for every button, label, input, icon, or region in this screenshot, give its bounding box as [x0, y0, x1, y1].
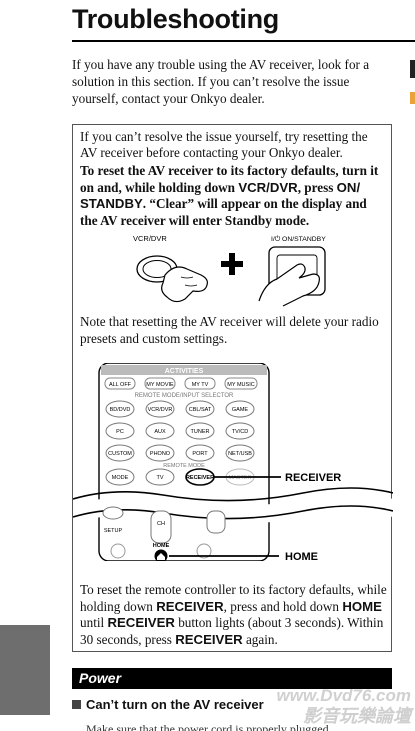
- setup-key-label: SETUP: [104, 528, 123, 534]
- input-selector-label: REMOTE MODE/INPUT SELECTOR: [135, 393, 234, 399]
- power-section-header: Power: [72, 668, 392, 689]
- remote-key-label: TV/CD: [232, 429, 249, 435]
- side-thumb-tab: [0, 625, 50, 715]
- remote-key-label: MASTER: [229, 475, 252, 481]
- remote-key-label: PHONO: [150, 451, 171, 457]
- remote-key-label: BD/DVD: [110, 407, 131, 413]
- key-on-standby: ON/ STANDBY: [80, 179, 361, 212]
- remote-key-label: MODE: [112, 475, 129, 481]
- watermark-chinese: 影音玩樂論壇: [303, 706, 411, 726]
- remote-key-label: MY MUSIC: [227, 382, 254, 388]
- remote-mode-label: REMOTE MODE: [163, 463, 205, 469]
- remote-key-label: CUSTOM: [108, 451, 132, 457]
- remote-key-label: PORT: [192, 451, 208, 457]
- receiver-reset-instructions: To reset the AV receiver to its factory …: [80, 163, 379, 228]
- reset-instructions-box: If you can’t resolve the issue yourself,…: [72, 124, 393, 652]
- receiver-callout: RECEIVER: [285, 472, 341, 484]
- key-receiver: RECEIVER: [175, 631, 243, 647]
- remote-key-label: MY MOVIE: [146, 382, 174, 388]
- finger-icon: [161, 266, 208, 303]
- remote-key-label: VCR/DVR: [148, 407, 173, 413]
- reset-note-text: Note that resetting the AV receiver will…: [80, 314, 379, 346]
- home-callout: HOME: [285, 551, 318, 561]
- watermark: www.Dvd76.com 影音玩樂論壇: [277, 686, 411, 726]
- remote-key-label: GAME: [232, 407, 249, 413]
- on-standby-label: I/⏻ ON/STANDBY: [271, 235, 326, 243]
- key-receiver: RECEIVER: [156, 598, 224, 614]
- activities-label: ACTIVITIES: [165, 368, 204, 375]
- power-body-text-cut: Make sure that the power cord is properl…: [86, 722, 329, 731]
- intro-paragraph: If you have any trouble using the AV rec…: [72, 57, 370, 106]
- key-receiver: RECEIVER: [107, 615, 175, 631]
- page-title: Troubleshooting: [72, 4, 279, 34]
- square-bullet-icon: [72, 700, 81, 709]
- edge-tab-marker: [410, 60, 415, 78]
- remote-key-label: TV: [156, 475, 163, 481]
- ch-key-label: CH: [157, 521, 165, 527]
- remote-reset-instructions: To reset the remote controller to its fa…: [80, 582, 387, 647]
- key-vcr-dvr: VCR/DVR: [238, 179, 298, 195]
- plus-icon: [221, 253, 243, 275]
- remote-controller-illustration: ACTIVITIES ALL OFF MY MOVIE MY TV MY MUS…: [73, 363, 393, 561]
- remote-key-label: CBL/SAT: [189, 407, 212, 413]
- reset-advice-text: If you can’t resolve the issue yourself,…: [80, 129, 368, 160]
- reset-button-illustration: VCR/DVR I/⏻ ON/STANDBY: [133, 234, 326, 307]
- title-underline: [72, 40, 415, 42]
- remote-key-label: TUNER: [191, 429, 210, 435]
- remote-key-label: RECEIVER: [186, 475, 214, 481]
- watermark-url: www.Dvd76.com: [276, 686, 411, 705]
- home-key-label: HOME: [153, 543, 170, 549]
- key-home: HOME: [342, 598, 382, 614]
- remote-key-label: NET/USB: [228, 451, 252, 457]
- remote-key-label: ALL OFF: [109, 382, 132, 388]
- edge-accent-marker: [410, 92, 415, 104]
- power-subheading: Can’t turn on the AV receiver: [72, 697, 264, 712]
- remote-key-label: PC: [116, 429, 124, 435]
- power-heading: Power: [79, 670, 122, 686]
- remote-key-label: AUX: [154, 429, 166, 435]
- home-key-icon: [154, 549, 168, 561]
- vcr-dvr-label: VCR/DVR: [133, 234, 167, 243]
- remote-key-label: MY TV: [192, 382, 209, 388]
- finger-icon: [258, 263, 320, 307]
